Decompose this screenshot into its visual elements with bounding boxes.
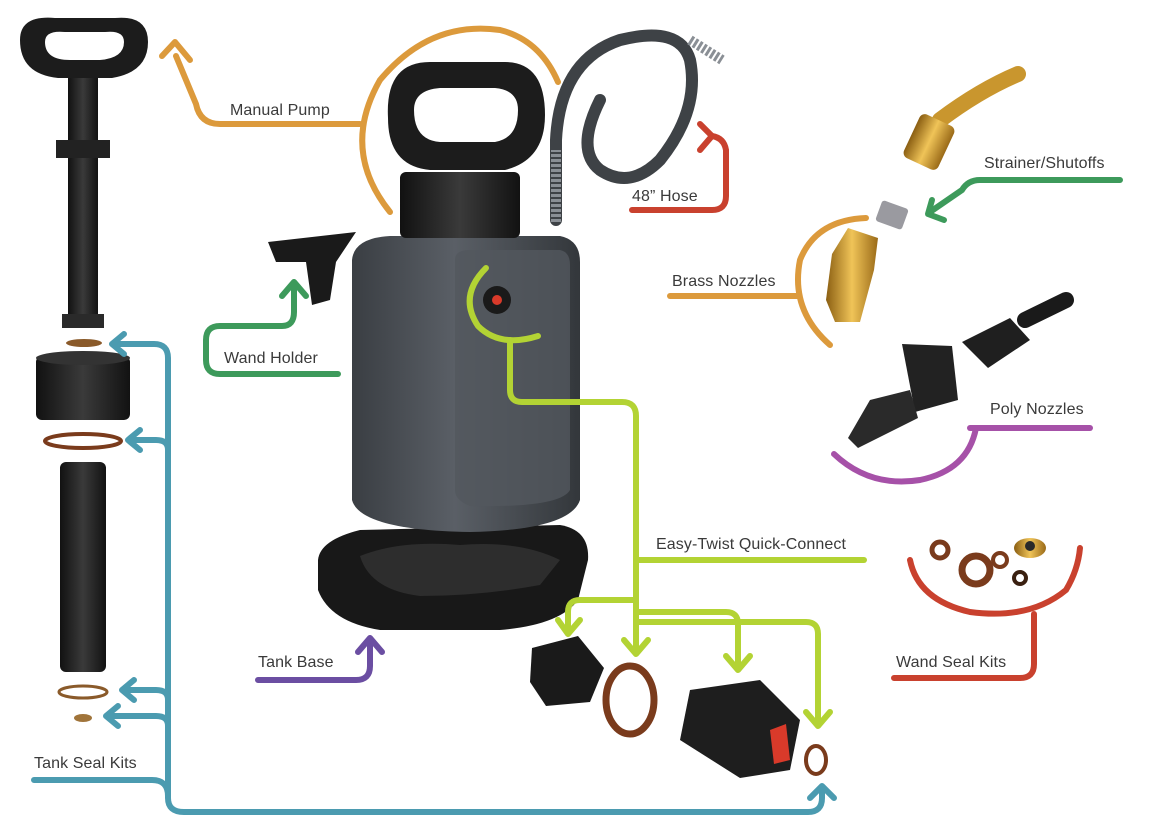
label-strainer-shutoffs: Strainer/Shutoffs <box>984 155 1105 172</box>
tank-base-callout <box>255 635 385 683</box>
hose <box>550 29 698 226</box>
sprayer-tank <box>318 62 589 630</box>
manual-pump-callout <box>159 25 561 215</box>
tank-neck <box>400 172 520 238</box>
label-quick-connect: Easy-Twist Quick-Connect <box>656 536 847 553</box>
brass-shutoff <box>903 114 955 170</box>
wand-seal-kits-callout <box>891 545 1083 681</box>
label-brass-nozzles: Brass Nozzles <box>672 273 776 290</box>
brass-wand-tube <box>932 66 1026 128</box>
pump-assembly-exploded <box>20 17 148 722</box>
cap-o-ring <box>43 432 123 450</box>
quick-connect-fitting <box>680 680 800 778</box>
pump-cylinder <box>60 462 106 672</box>
poly-nozzle-gear <box>902 344 958 412</box>
label-tank-base: Tank Base <box>258 654 334 671</box>
pump-cap <box>36 356 130 420</box>
wand-holder-part <box>268 232 356 305</box>
poly-nozzle-adapter <box>962 318 1030 368</box>
pump-shaft <box>68 78 98 328</box>
poly-wand-tube <box>1017 292 1074 328</box>
wand-holder-callout <box>203 279 341 377</box>
label-hose: 48” Hose <box>632 188 698 205</box>
check-valve-seal <box>74 714 92 722</box>
tank-pump-handle <box>387 62 545 170</box>
pump-seal-small <box>66 339 102 347</box>
label-poly-nozzles: Poly Nozzles <box>990 401 1084 418</box>
label-tank-seal-kits: Tank Seal Kits <box>34 755 137 772</box>
brass-parts <box>826 66 1026 322</box>
label-manual-pump: Manual Pump <box>230 102 330 119</box>
pump-collar <box>56 140 110 158</box>
strainer-screen <box>875 200 909 230</box>
label-wand-seal-kits: Wand Seal Kits <box>896 654 1007 671</box>
quick-connect-parts <box>530 636 828 778</box>
quick-connect-small-o-ring <box>804 744 828 776</box>
cylinder-seal <box>57 684 109 700</box>
label-wand-holder: Wand Holder <box>224 350 318 367</box>
quick-connect-o-ring <box>602 662 658 738</box>
hose-callout <box>629 121 729 213</box>
poly-nozzle-tip <box>848 390 918 448</box>
quick-connect-callout <box>466 265 867 729</box>
brass-nozzles-callout <box>667 215 869 348</box>
pump-handle <box>20 17 148 78</box>
tank-seal-kits-callout <box>31 331 837 815</box>
poly-nozzles-callout <box>831 425 1093 485</box>
pump-plunger <box>62 314 104 328</box>
brass-nozzle <box>826 228 878 322</box>
quick-connect-collar <box>530 636 604 706</box>
strainer-callout <box>925 177 1123 223</box>
poly-nozzle-parts <box>848 292 1074 448</box>
wand-seal-kit-parts <box>929 538 1046 588</box>
